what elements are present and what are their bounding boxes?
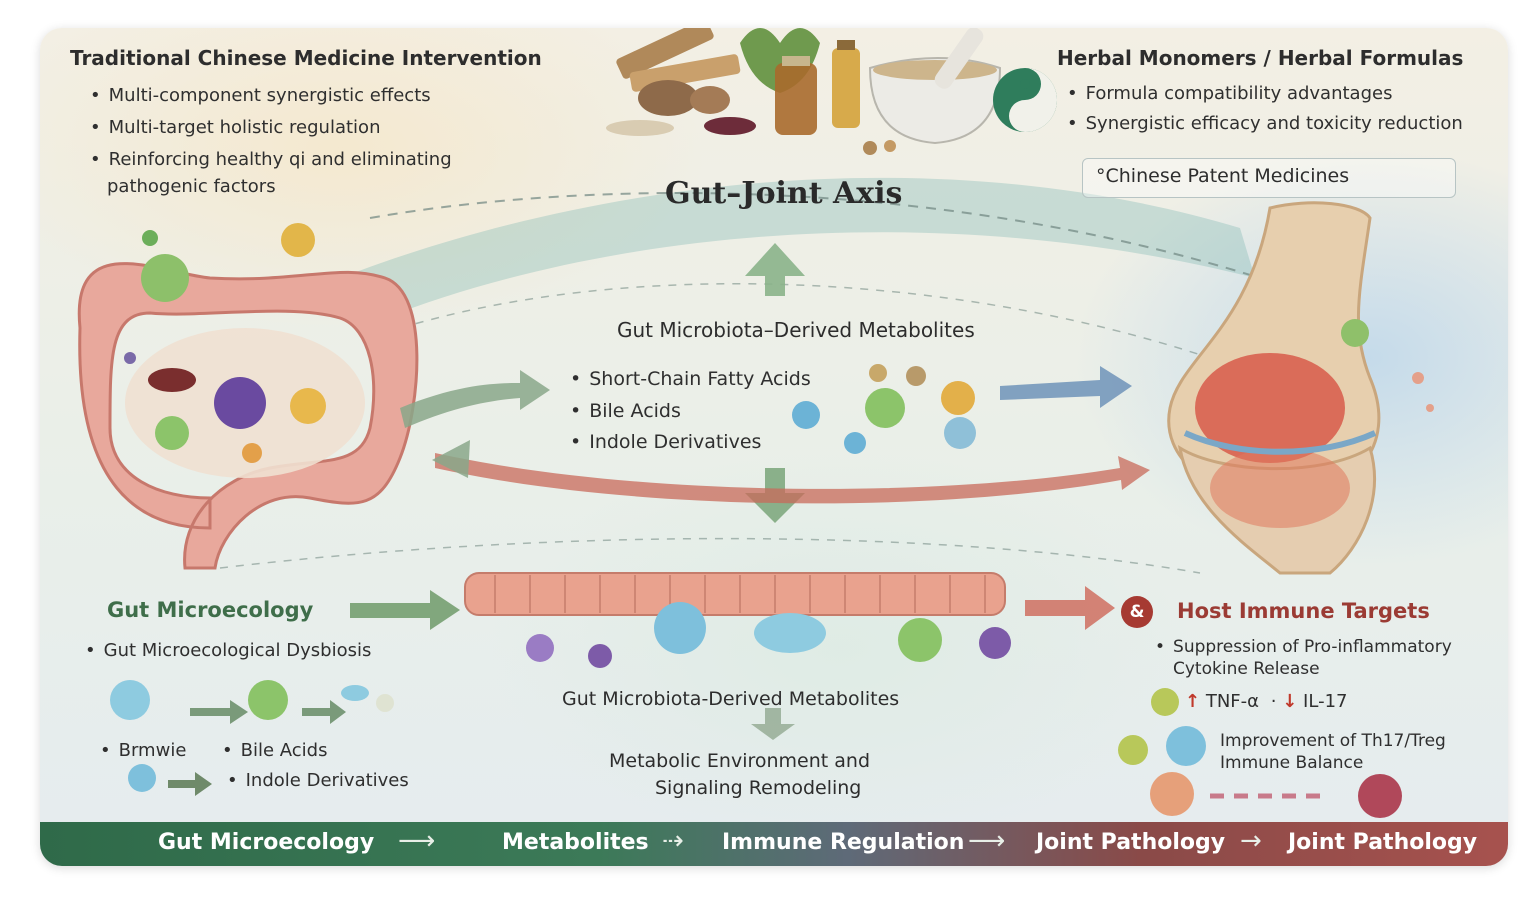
tcm-bullet-3-cont: pathogenic factors xyxy=(107,176,276,197)
remodeling-line-2: Signaling Remodeling xyxy=(655,777,862,799)
flow-arrow-icon: ⟶ xyxy=(968,826,1006,856)
treg-line-2: Immune Balance xyxy=(1220,753,1364,773)
remodeling-line-1: Metabolic Environment and xyxy=(609,750,871,772)
arrow-up xyxy=(745,243,805,296)
host-bullet-line-1: Suppression of Pro-inflammatory xyxy=(1155,637,1452,657)
epithelium-strip xyxy=(464,572,1011,668)
axis-dash-mid xyxy=(369,283,1211,359)
arrow-metab-to-knee xyxy=(1000,366,1132,408)
axis-band xyxy=(340,177,1255,328)
diagram-panel: Traditional Chinese Medicine Interventio… xyxy=(40,28,1508,866)
bottom-flow-bar xyxy=(40,822,1508,866)
host-bullet-line-2: Cytokine Release xyxy=(1173,659,1320,679)
arrow-return-long xyxy=(435,453,1150,504)
microecology-item-2: Bile Acids xyxy=(222,740,328,761)
il-17: IL-17 xyxy=(1303,691,1348,712)
up-arrow-icon: ↑ xyxy=(1185,691,1201,712)
microecology-item-1: Brmwie xyxy=(100,740,187,761)
tcm-title: Traditional Chinese Medicine Interventio… xyxy=(70,46,542,70)
tcm-bullet-2: Multi-target holistic regulation xyxy=(90,117,381,138)
flow-step-gut-microecology: Gut Microecology xyxy=(158,830,375,855)
tcm-bullet-1: Multi-component synergistic effects xyxy=(90,85,431,106)
host-immune-badge-icon: & xyxy=(1121,596,1153,628)
host-immune-title: Host Immune Targets xyxy=(1177,599,1430,623)
flow-step-metabolites: Metabolites xyxy=(502,830,649,855)
knee-illustration xyxy=(1167,201,1434,575)
metabolite-indole: Indole Derivatives xyxy=(570,431,761,453)
arrow-left-head xyxy=(432,440,470,478)
patent-medicines-label: °Chinese Patent Medicines xyxy=(1096,165,1350,187)
patent-medicines-box xyxy=(1082,158,1456,198)
arrow-gut-to-metab xyxy=(400,370,550,428)
gut-microecology-title: Gut Microecology xyxy=(107,598,314,622)
gut-joint-axis-title: Gut–Joint Axis xyxy=(665,176,903,211)
microecology-dysbiosis: Gut Microecological Dysbiosis xyxy=(85,640,372,661)
metabolite-scfa: Short-Chain Fatty Acids xyxy=(570,368,811,390)
metabolites-title: Gut Microbiota–Derived Metabolites xyxy=(617,318,975,342)
flow-arrow-icon: → xyxy=(1240,826,1262,856)
herbal-bullet-1: Formula compatibility advantages xyxy=(1067,83,1393,104)
down-arrow-icon: ↓ xyxy=(1282,691,1298,712)
treg-line-1: Improvement of Th17/Treg xyxy=(1220,731,1446,751)
flow-arrow-icon: ⇢ xyxy=(662,826,684,856)
flow-step-immune-regulation: Immune Regulation xyxy=(722,830,965,855)
arrow-micro-to-epithelium xyxy=(350,590,460,630)
axis-dash-low xyxy=(219,537,1201,574)
metabolite-bile-acids: Bile Acids xyxy=(570,400,681,422)
axis-dash-top xyxy=(369,192,1261,279)
flow-step-joint-pathology-2: Joint Pathology xyxy=(1288,830,1478,855)
arrow-epithelium-to-host xyxy=(1025,586,1115,630)
flow-arrow-icon: ⟶ xyxy=(398,826,436,856)
intestine-illustration xyxy=(77,223,419,570)
herbal-title: Herbal Monomers / Herbal Formulas xyxy=(1057,46,1464,70)
center-lower-title: Gut Microbiota-Derived Metabolites xyxy=(562,688,900,710)
herbal-bullet-2: Synergistic efficacy and toxicity reduct… xyxy=(1067,113,1463,134)
tcm-bullet-3: Reinforcing healthy qi and eliminating xyxy=(90,149,452,170)
arrow-down-small xyxy=(751,708,795,740)
cytokine-row: ↑ TNF-α · ↓ IL-17 xyxy=(1185,691,1348,712)
flow-step-joint-pathology: Joint Pathology xyxy=(1036,830,1226,855)
illustration-canvas xyxy=(77,28,1434,818)
tnf-alpha: TNF-α xyxy=(1205,691,1260,712)
herbs-illustration xyxy=(606,28,1057,155)
microecology-item-3: Indole Derivatives xyxy=(227,770,409,791)
